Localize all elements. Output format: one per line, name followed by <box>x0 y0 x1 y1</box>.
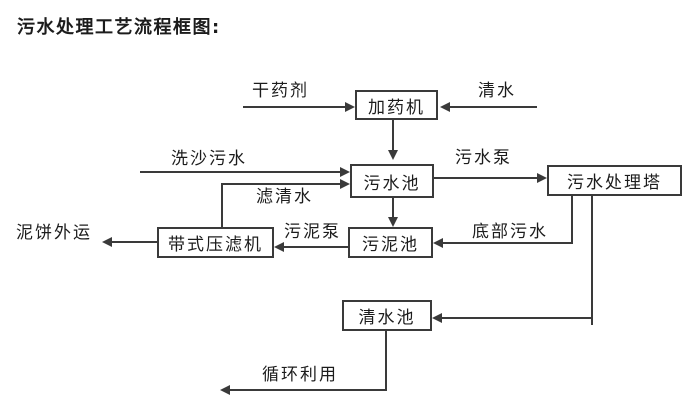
edge-clean-water-line <box>450 106 537 108</box>
arrow-left-icon <box>440 102 450 112</box>
arrow-left-icon <box>274 242 284 252</box>
node-sewage-treatment-tower: 污水处理塔 <box>547 165 682 196</box>
node-clean-water-pool: 清水池 <box>342 300 432 331</box>
label-sewage-pump: 污水泵 <box>455 148 512 168</box>
edge-tower-to-clean-vline <box>591 196 593 319</box>
label-mud-cake-outbound: 泥饼外运 <box>16 223 92 243</box>
label-dry-agent: 干药剂 <box>252 81 309 101</box>
node-dosing-machine: 加药机 <box>355 90 438 120</box>
edge-bottom-sewage-hline <box>443 242 573 244</box>
arrow-left-icon <box>432 313 442 323</box>
arrow-right-icon <box>340 167 350 177</box>
page-title: 污水处理工艺流程框图: <box>17 17 221 38</box>
arrow-down-icon <box>388 217 398 227</box>
node-sewage-pool: 污水池 <box>350 164 434 198</box>
edge-filtered-water-hline <box>221 183 340 185</box>
arrow-right-icon <box>345 102 355 112</box>
edge-sand-washing-line <box>140 171 340 173</box>
arrow-left-icon <box>102 237 112 247</box>
edge-filtered-water-vline <box>221 184 223 227</box>
label-sand-washing-sewage: 洗沙污水 <box>171 149 247 169</box>
arrow-left-icon <box>220 385 230 395</box>
arrow-left-icon <box>433 238 443 248</box>
edge-sludge-pump-line <box>284 246 348 248</box>
edge-bottom-sewage-vline <box>571 196 573 244</box>
arrow-down-icon <box>388 150 398 160</box>
edge-pool-to-sludge-line <box>392 198 394 218</box>
edge-mud-cake-line <box>112 241 157 243</box>
label-bottom-sewage: 底部污水 <box>472 222 548 242</box>
label-sludge-pump: 污泥泵 <box>284 222 341 242</box>
label-recycling: 循环利用 <box>262 365 338 385</box>
edge-recycling-hline <box>230 389 387 391</box>
arrow-right-icon <box>537 173 547 183</box>
label-clean-water: 清水 <box>478 81 516 101</box>
node-belt-filter-press: 带式压滤机 <box>157 227 274 258</box>
edge-dosing-to-pool-line <box>392 120 394 151</box>
edge-corner-stub <box>591 317 593 325</box>
edge-recycling-vline <box>385 331 387 391</box>
edge-tower-to-clean-hline <box>442 317 593 319</box>
label-filtered-water: 滤清水 <box>256 187 313 207</box>
edge-dry-agent-line <box>243 106 345 108</box>
edge-sewage-pump-line <box>434 177 537 179</box>
node-sludge-pool: 污泥池 <box>348 227 433 258</box>
arrow-right-icon <box>340 179 350 189</box>
